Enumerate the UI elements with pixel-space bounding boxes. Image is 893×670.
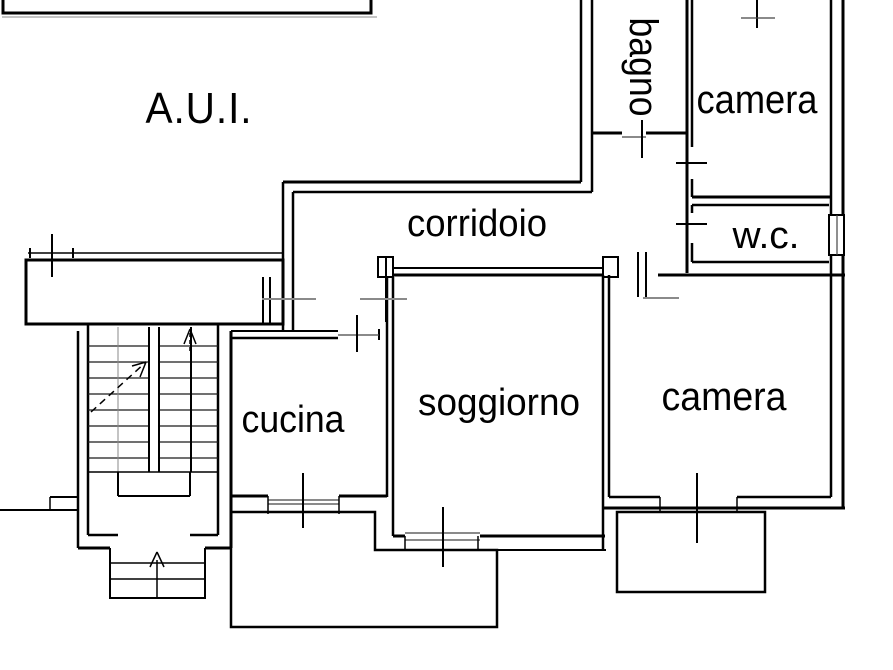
room-label-camera-nord: camera bbox=[697, 78, 819, 122]
bedroom-south-walls bbox=[602, 275, 845, 543]
entrance-steps-border bbox=[109, 548, 206, 599]
terrace-border bbox=[1, 0, 373, 15]
camera-sud-door-ticks bbox=[637, 252, 647, 297]
room-label-camera-sud: camera bbox=[662, 375, 788, 419]
room-label-corridoio: corridoio bbox=[407, 203, 547, 245]
stair-direction-arrow-shaft bbox=[90, 361, 147, 413]
living-room-walls bbox=[360, 275, 606, 567]
wc-walls bbox=[690, 203, 829, 264]
stairwell-walls bbox=[76, 324, 220, 548]
entrance-steps bbox=[109, 548, 206, 599]
stairwell bbox=[0, 324, 231, 599]
stair-central-divider bbox=[148, 327, 160, 472]
balcony-passage-jambs bbox=[262, 277, 271, 324]
west-balcony bbox=[24, 234, 316, 326]
terrace-outline bbox=[1, 0, 377, 18]
stair-up-arrow-head bbox=[183, 328, 197, 345]
stair-landing bbox=[117, 472, 191, 497]
room-label-bagno: bagno bbox=[621, 18, 665, 117]
south-balconies bbox=[229, 510, 767, 629]
west-exterior-ledge-lines bbox=[0, 496, 78, 511]
west-balcony-border bbox=[24, 258, 285, 326]
camera-balcony-border bbox=[615, 510, 767, 594]
soggiorno-south-jambs bbox=[404, 536, 479, 551]
corridor-door-jamb-east bbox=[602, 256, 619, 278]
cucina-balcony-border bbox=[229, 510, 499, 629]
room-label-soggiorno: soggiorno bbox=[418, 382, 580, 424]
upper-rooms-walls bbox=[579, 0, 845, 508]
camera-sud-south-jambs bbox=[659, 497, 738, 512]
room-label-wc: w.c. bbox=[731, 215, 799, 257]
terrace-edge-jambs bbox=[29, 248, 74, 258]
stair-treads-right-flight bbox=[160, 345, 218, 459]
entrance-arrow-head bbox=[149, 551, 165, 568]
unit-label: A.U.I. bbox=[146, 84, 253, 133]
stair-direction-arrow-head bbox=[131, 361, 147, 378]
room-label-cucina: cucina bbox=[242, 399, 346, 441]
